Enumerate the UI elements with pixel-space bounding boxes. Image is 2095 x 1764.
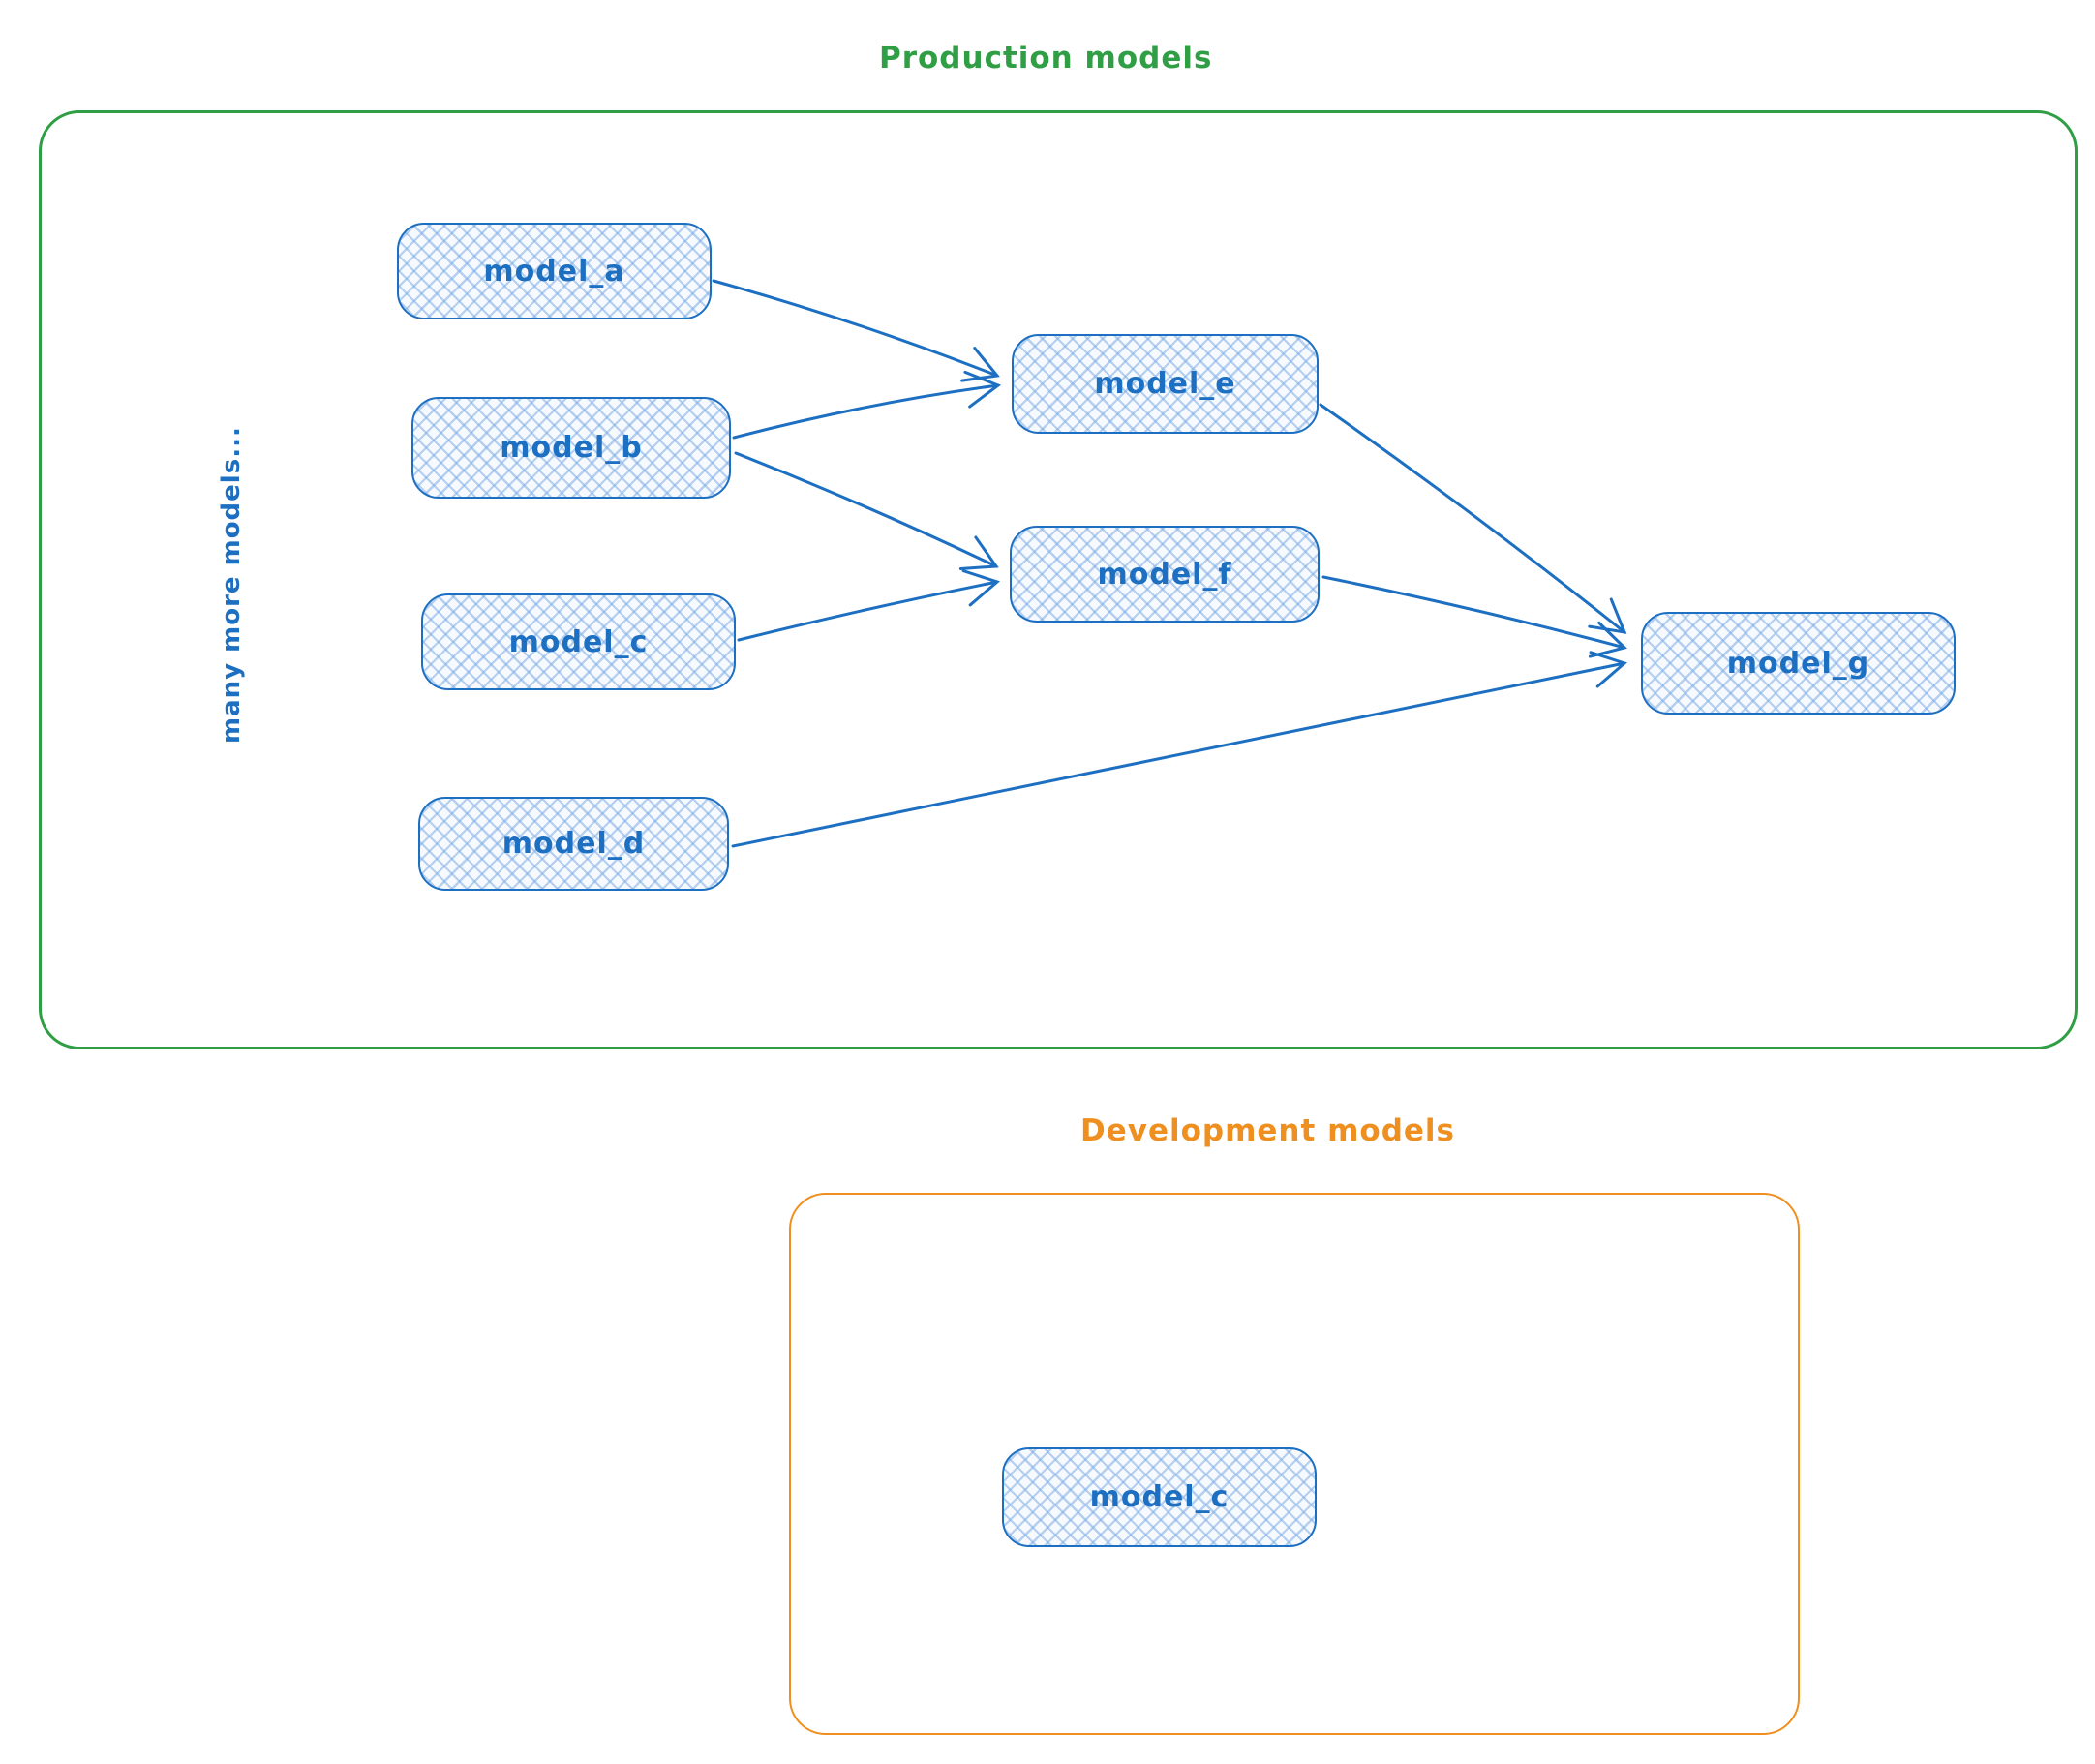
node-model_c-label: model_c (508, 624, 649, 659)
node-model_e[interactable]: model_e (1012, 334, 1319, 434)
production-group-frame (39, 110, 2078, 1049)
production-group-title: Production models (879, 41, 1213, 76)
many-more-models-note: many more models... (217, 426, 246, 744)
development-group-title: Development models (1080, 1113, 1456, 1148)
node-model_d[interactable]: model_d (418, 797, 729, 891)
node-model_b-label: model_b (500, 431, 643, 465)
node-development-model_c-label: model_c (1089, 1480, 1230, 1514)
node-model_a-label: model_a (483, 254, 625, 289)
node-model_g-label: model_g (1726, 646, 1870, 681)
node-model_g[interactable]: model_g (1641, 612, 1956, 715)
node-model_b[interactable]: model_b (411, 397, 731, 499)
node-model_f[interactable]: model_f (1010, 526, 1320, 623)
node-model_d-label: model_d (501, 827, 646, 861)
node-model_c[interactable]: model_c (421, 593, 736, 690)
development-group-frame (789, 1193, 1800, 1735)
node-model_f-label: model_f (1097, 557, 1232, 592)
node-development-model_c[interactable]: model_c (1002, 1447, 1317, 1547)
node-model_a[interactable]: model_a (397, 223, 712, 319)
node-model_e-label: model_e (1094, 367, 1236, 401)
